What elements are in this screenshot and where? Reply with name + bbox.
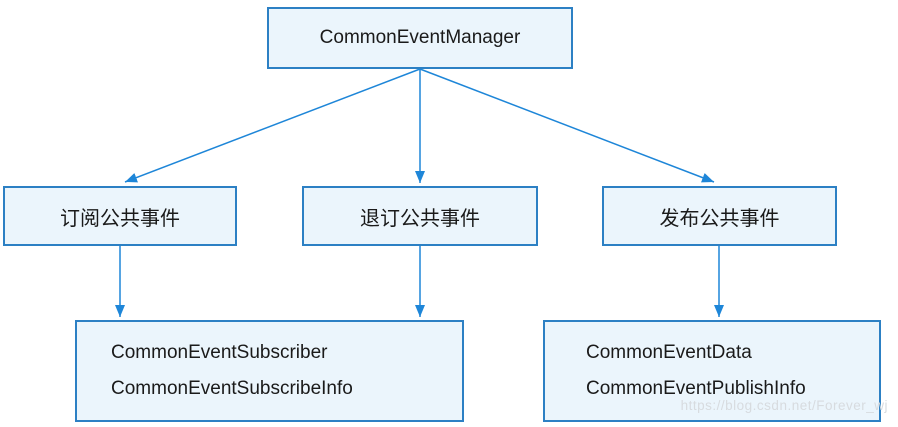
node-publish-common-event: 发布公共事件 — [602, 186, 837, 246]
class-name-line: CommonEventData — [586, 342, 752, 363]
node-subscribe-common-event: 订阅公共事件 — [3, 186, 237, 246]
node-label: 发布公共事件 — [659, 207, 780, 230]
node-unsubscribe-common-event: 退订公共事件 — [302, 186, 538, 246]
class-name-line: CommonEventSubscribeInfo — [111, 378, 353, 399]
class-name-line: CommonEventPublishInfo — [586, 378, 806, 399]
class-name-line: CommonEventSubscriber — [111, 342, 328, 363]
node-subscriber-classes: CommonEventSubscriber CommonEventSubscri… — [75, 320, 464, 422]
node-label: 订阅公共事件 — [60, 207, 180, 230]
watermark: https://blog.csdn.net/Forever_wj — [680, 398, 888, 413]
arrow-root-to-publish — [419, 68, 715, 183]
node-label: CommonEventManager — [319, 27, 521, 48]
node-label: 退订公共事件 — [360, 207, 480, 230]
node-common-event-manager: CommonEventManager — [267, 7, 573, 69]
node-publish-classes: CommonEventData CommonEventPublishInfo — [543, 320, 881, 422]
arrow-root-to-subscribe — [124, 68, 421, 183]
